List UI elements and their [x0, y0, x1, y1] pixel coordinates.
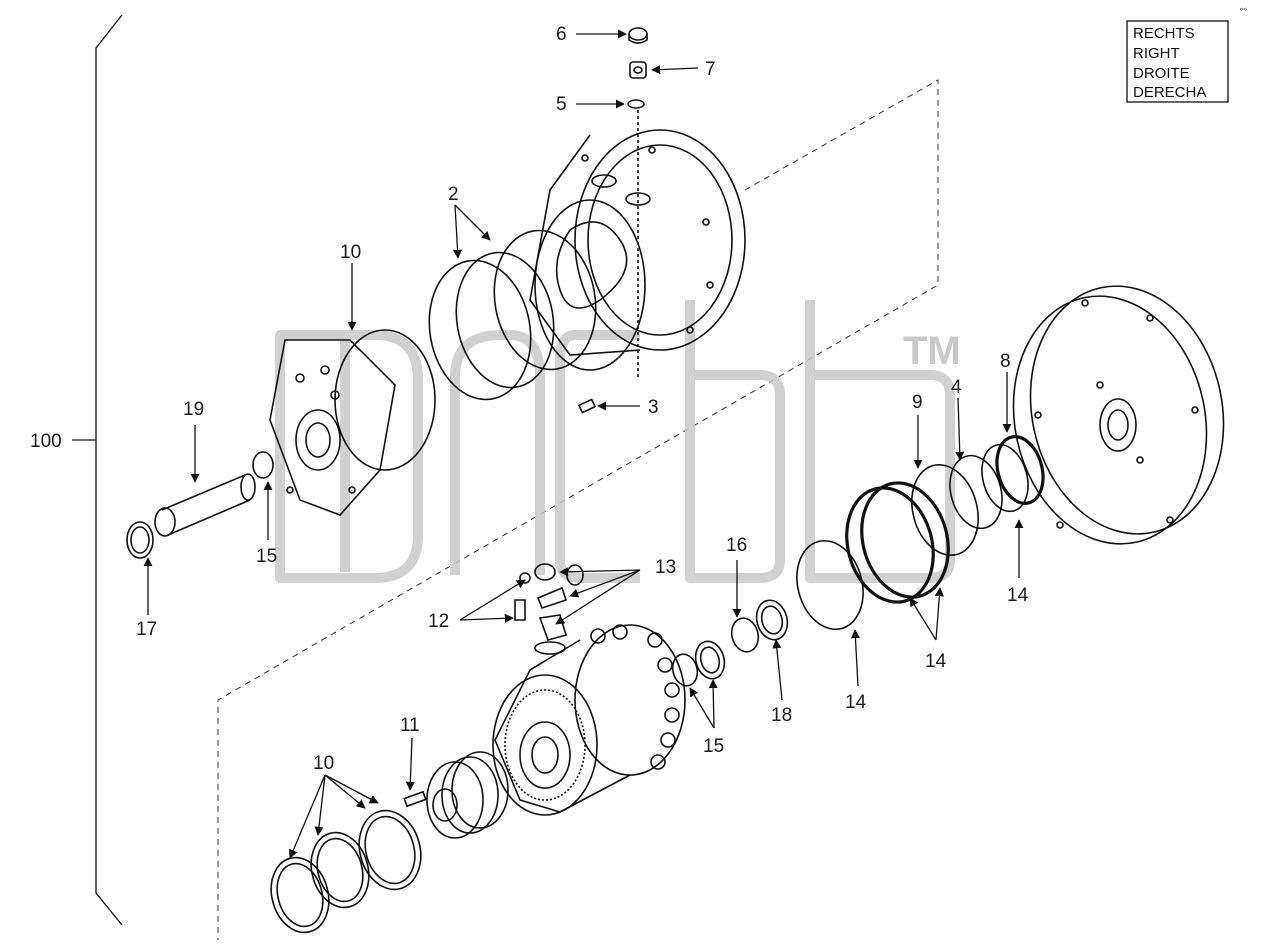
callout-15-upper: 15 [256, 546, 277, 567]
legend-line-2: RIGHT [1133, 45, 1180, 62]
part-ring-17 [126, 521, 154, 559]
corner-mark: ⚯ [1240, 5, 1247, 14]
callout-17: 17 [136, 619, 157, 640]
callout-18: 18 [771, 705, 792, 726]
callout-10-lower: 10 [313, 753, 334, 774]
legend-line-1: RECHTS [1133, 25, 1195, 42]
watermark-tm: TM [903, 329, 961, 373]
part-plug-6 [628, 27, 648, 44]
part-fitting-7 [629, 61, 647, 79]
callout-14-a: 14 [845, 692, 867, 713]
callout-8: 8 [1000, 351, 1011, 372]
callout-12: 12 [428, 611, 449, 632]
callout-11: 11 [400, 715, 420, 736]
part-rings-10-lower [270, 809, 422, 934]
part-cover-plate [1012, 285, 1225, 545]
callout-15-lower: 15 [703, 736, 724, 757]
watermark-logo [275, 300, 955, 583]
callout-14-c: 14 [1007, 585, 1029, 606]
callout-16: 16 [726, 535, 747, 556]
part-rings-middle [671, 599, 789, 687]
assembly-envelope-dashed [217, 79, 939, 940]
part-hub-gear [492, 624, 686, 816]
callout-100: 100 [30, 431, 62, 452]
leader-lines [143, 29, 1024, 859]
part-pin-3 [577, 398, 597, 414]
callout-5: 5 [556, 94, 567, 115]
callout-9: 9 [912, 392, 923, 413]
part-pin-11 [403, 790, 427, 808]
legend-box: RECHTS RIGHT DROITE DERECHA [1126, 20, 1229, 103]
assembly-bracket [72, 14, 123, 926]
part-flange-cover [269, 329, 436, 516]
callout-10-upper: 10 [340, 242, 361, 263]
part-housing [529, 110, 746, 380]
legend-line-3: DROITE [1133, 65, 1190, 82]
callout-3: 3 [648, 397, 659, 418]
part-tube-19 [154, 473, 256, 537]
callout-14-b: 14 [925, 651, 947, 672]
callout-7: 7 [705, 59, 716, 80]
callout-6: 6 [556, 24, 567, 45]
callout-labels: 100 2 3 4 5 6 7 8 9 10 10 11 12 13 14 14… [30, 24, 1029, 774]
part-rings-14-right [796, 435, 1045, 631]
callout-4: 4 [951, 377, 962, 398]
part-oring-5 [627, 99, 645, 109]
legend-line-4: DERECHA [1133, 84, 1206, 101]
part-disc-pack [426, 751, 509, 839]
part-ring-15-upper [252, 451, 274, 479]
callout-2: 2 [448, 184, 459, 205]
part-seal-rings-2 [428, 229, 597, 401]
callout-19: 19 [183, 399, 204, 420]
callout-13: 13 [655, 557, 676, 578]
